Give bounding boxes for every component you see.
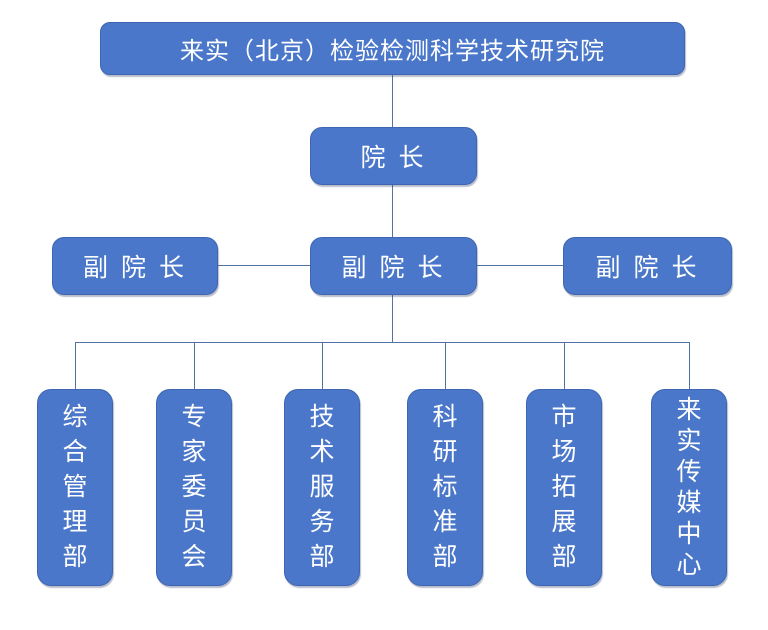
org-node-dept-label: 专家委员会 xyxy=(181,403,207,571)
org-node-root-label: 来实（北京）检验检测科学技术研究院 xyxy=(180,38,605,65)
org-node-dept-label: 综合管理部 xyxy=(62,403,88,571)
org-node-dept-general-management: 综合管理部 xyxy=(37,389,113,586)
connector-president-to-vp xyxy=(392,185,393,237)
org-node-dept-market-expansion: 市场拓展部 xyxy=(526,389,602,586)
org-node-dept-label: 技术服务部 xyxy=(309,403,335,571)
org-node-dept-label: 来实传媒中心 xyxy=(676,395,702,579)
connector-drop-dept-4 xyxy=(445,342,446,389)
connector-vp-right xyxy=(477,265,563,266)
connector-drop-dept-5 xyxy=(564,342,565,389)
org-node-dept-media-center: 来实传媒中心 xyxy=(651,389,727,586)
connector-drop-dept-1 xyxy=(75,342,76,389)
connector-vp-left xyxy=(218,265,310,266)
org-node-dept-technical-service: 技术服务部 xyxy=(284,389,360,586)
org-node-dept-research-standards: 科研标准部 xyxy=(407,389,483,586)
connector-drop-dept-3 xyxy=(322,342,323,389)
org-node-president: 院 长 xyxy=(310,127,477,185)
org-node-vice-president-label: 副 院 长 xyxy=(341,254,446,282)
connector-drop-dept-6 xyxy=(689,342,690,389)
org-node-vice-president-label: 副 院 长 xyxy=(595,254,700,282)
org-node-vice-president-left: 副 院 长 xyxy=(52,237,218,295)
org-node-dept-expert-committee: 专家委员会 xyxy=(156,389,232,586)
org-node-vice-president-label: 副 院 长 xyxy=(83,254,187,282)
org-node-dept-label: 市场拓展部 xyxy=(551,403,577,571)
connector-departments-bus xyxy=(75,342,690,343)
org-node-vice-president-right: 副 院 长 xyxy=(563,237,732,295)
org-node-president-label: 院 长 xyxy=(360,144,427,172)
connector-drop-dept-2 xyxy=(194,342,195,389)
org-node-dept-label: 科研标准部 xyxy=(432,403,458,571)
org-node-vice-president-center: 副 院 长 xyxy=(310,237,477,295)
connector-vp-to-departments xyxy=(392,295,393,342)
connector-root-to-president xyxy=(392,75,393,127)
org-node-root: 来实（北京）检验检测科学技术研究院 xyxy=(100,22,685,75)
